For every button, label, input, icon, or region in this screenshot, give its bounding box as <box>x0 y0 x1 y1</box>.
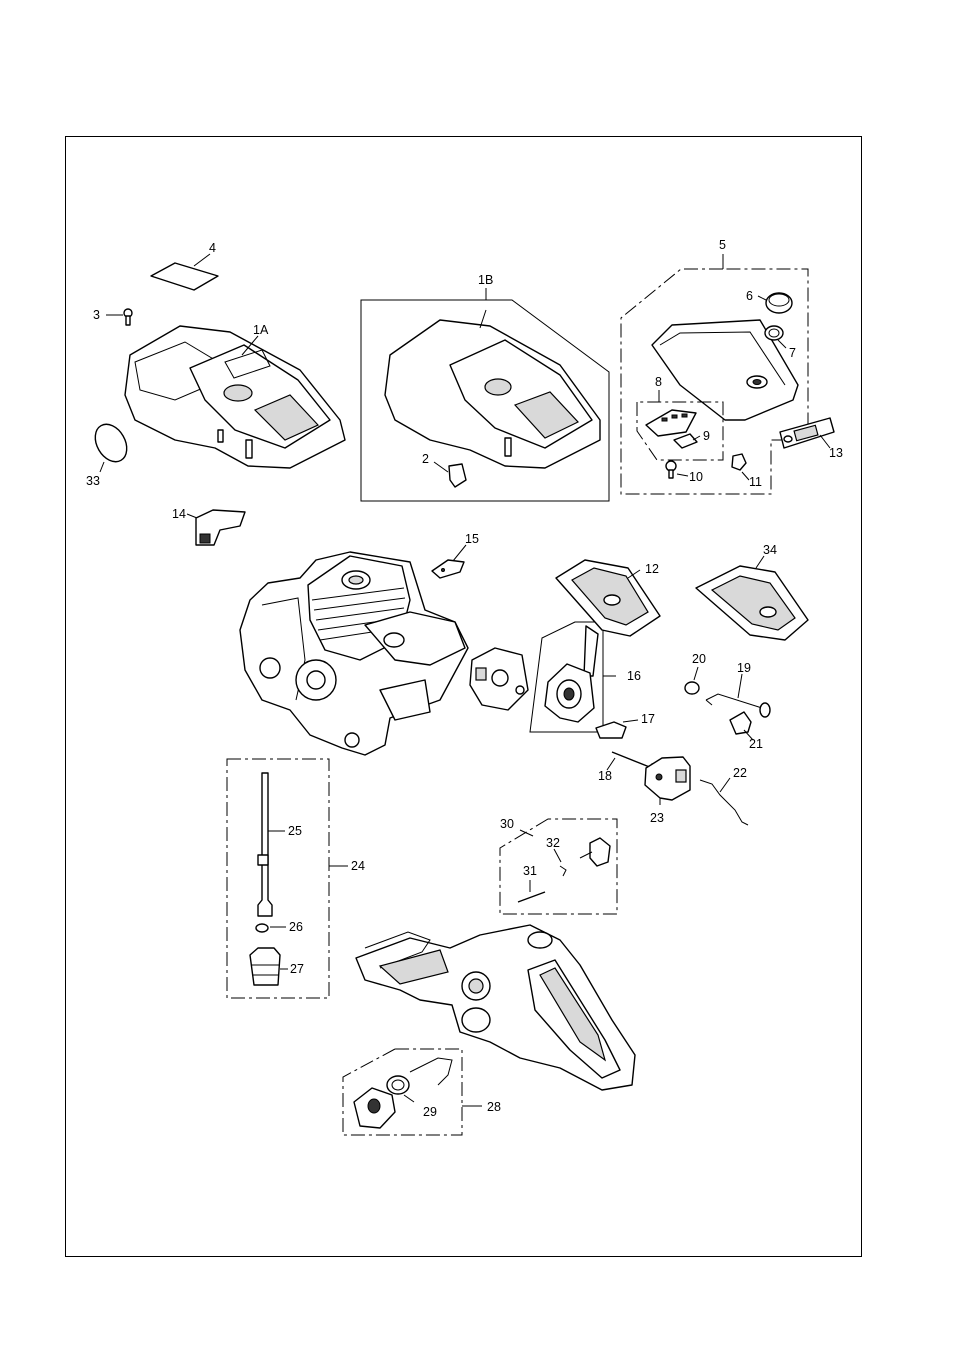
callout-32: 32 <box>546 836 560 850</box>
engine-crankcase <box>239 551 469 756</box>
callout-34: 34 <box>763 543 777 557</box>
group-16 <box>529 621 616 733</box>
callout-27: 27 <box>290 962 304 976</box>
callout-11: 11 <box>749 475 762 489</box>
rear-handle-tank <box>355 924 636 1091</box>
callout-1A: 1A <box>253 323 269 337</box>
part-33-seal <box>94 423 128 473</box>
part-34-filter <box>695 555 809 641</box>
callout-24: 24 <box>351 859 365 873</box>
callout-labels: 4 3 1A 33 1B 2 5 6 7 8 9 10 11 13 14 15 … <box>86 238 843 1119</box>
part-1A-cover <box>124 325 346 469</box>
callout-17: 17 <box>641 712 655 726</box>
group-1B <box>360 288 610 502</box>
callout-12: 12 <box>645 562 659 576</box>
part-14-trigger <box>186 509 246 546</box>
callout-20: 20 <box>692 652 706 666</box>
callout-29: 29 <box>423 1105 437 1119</box>
callout-33: 33 <box>86 474 100 488</box>
part-13-plate <box>779 417 835 449</box>
callout-10: 10 <box>689 470 703 484</box>
part-15-bracket <box>431 544 467 579</box>
callout-16: 16 <box>627 669 641 683</box>
diagram-frame <box>65 136 862 1257</box>
part-21-knob <box>729 711 754 741</box>
callout-5: 5 <box>719 238 726 252</box>
callout-28: 28 <box>487 1100 501 1114</box>
callout-23: 23 <box>650 811 664 825</box>
part-4-decal <box>150 253 219 291</box>
part-12-filter <box>555 559 661 637</box>
callout-18: 18 <box>598 769 612 783</box>
part-3-screw <box>106 308 133 326</box>
callout-19: 19 <box>737 661 751 675</box>
part-22-rod <box>699 777 749 826</box>
callout-7: 7 <box>789 346 796 360</box>
callout-14: 14 <box>172 507 186 521</box>
callout-13: 13 <box>829 446 843 460</box>
callout-8: 8 <box>655 375 662 389</box>
callout-3: 3 <box>93 308 100 322</box>
callout-25: 25 <box>288 824 302 838</box>
callout-15: 15 <box>465 532 479 546</box>
part-2-clip <box>433 461 467 488</box>
group-5 <box>620 254 809 495</box>
carburetor <box>469 647 529 711</box>
part-23-bracket <box>644 756 691 805</box>
group-28 <box>342 1048 482 1136</box>
callout-31: 31 <box>523 864 537 878</box>
callout-21: 21 <box>749 737 763 751</box>
part-19-choke <box>705 673 771 718</box>
callout-26: 26 <box>289 920 303 934</box>
part-17-block <box>595 719 639 739</box>
callout-9: 9 <box>703 429 710 443</box>
callout-30: 30 <box>500 817 514 831</box>
callout-4: 4 <box>209 241 216 255</box>
part-20-washer <box>684 666 700 695</box>
callout-6: 6 <box>746 289 753 303</box>
callout-22: 22 <box>733 766 747 780</box>
callout-2: 2 <box>422 452 429 466</box>
group-24 <box>226 758 348 999</box>
group-30 <box>499 818 618 915</box>
callout-1B: 1B <box>478 273 493 287</box>
